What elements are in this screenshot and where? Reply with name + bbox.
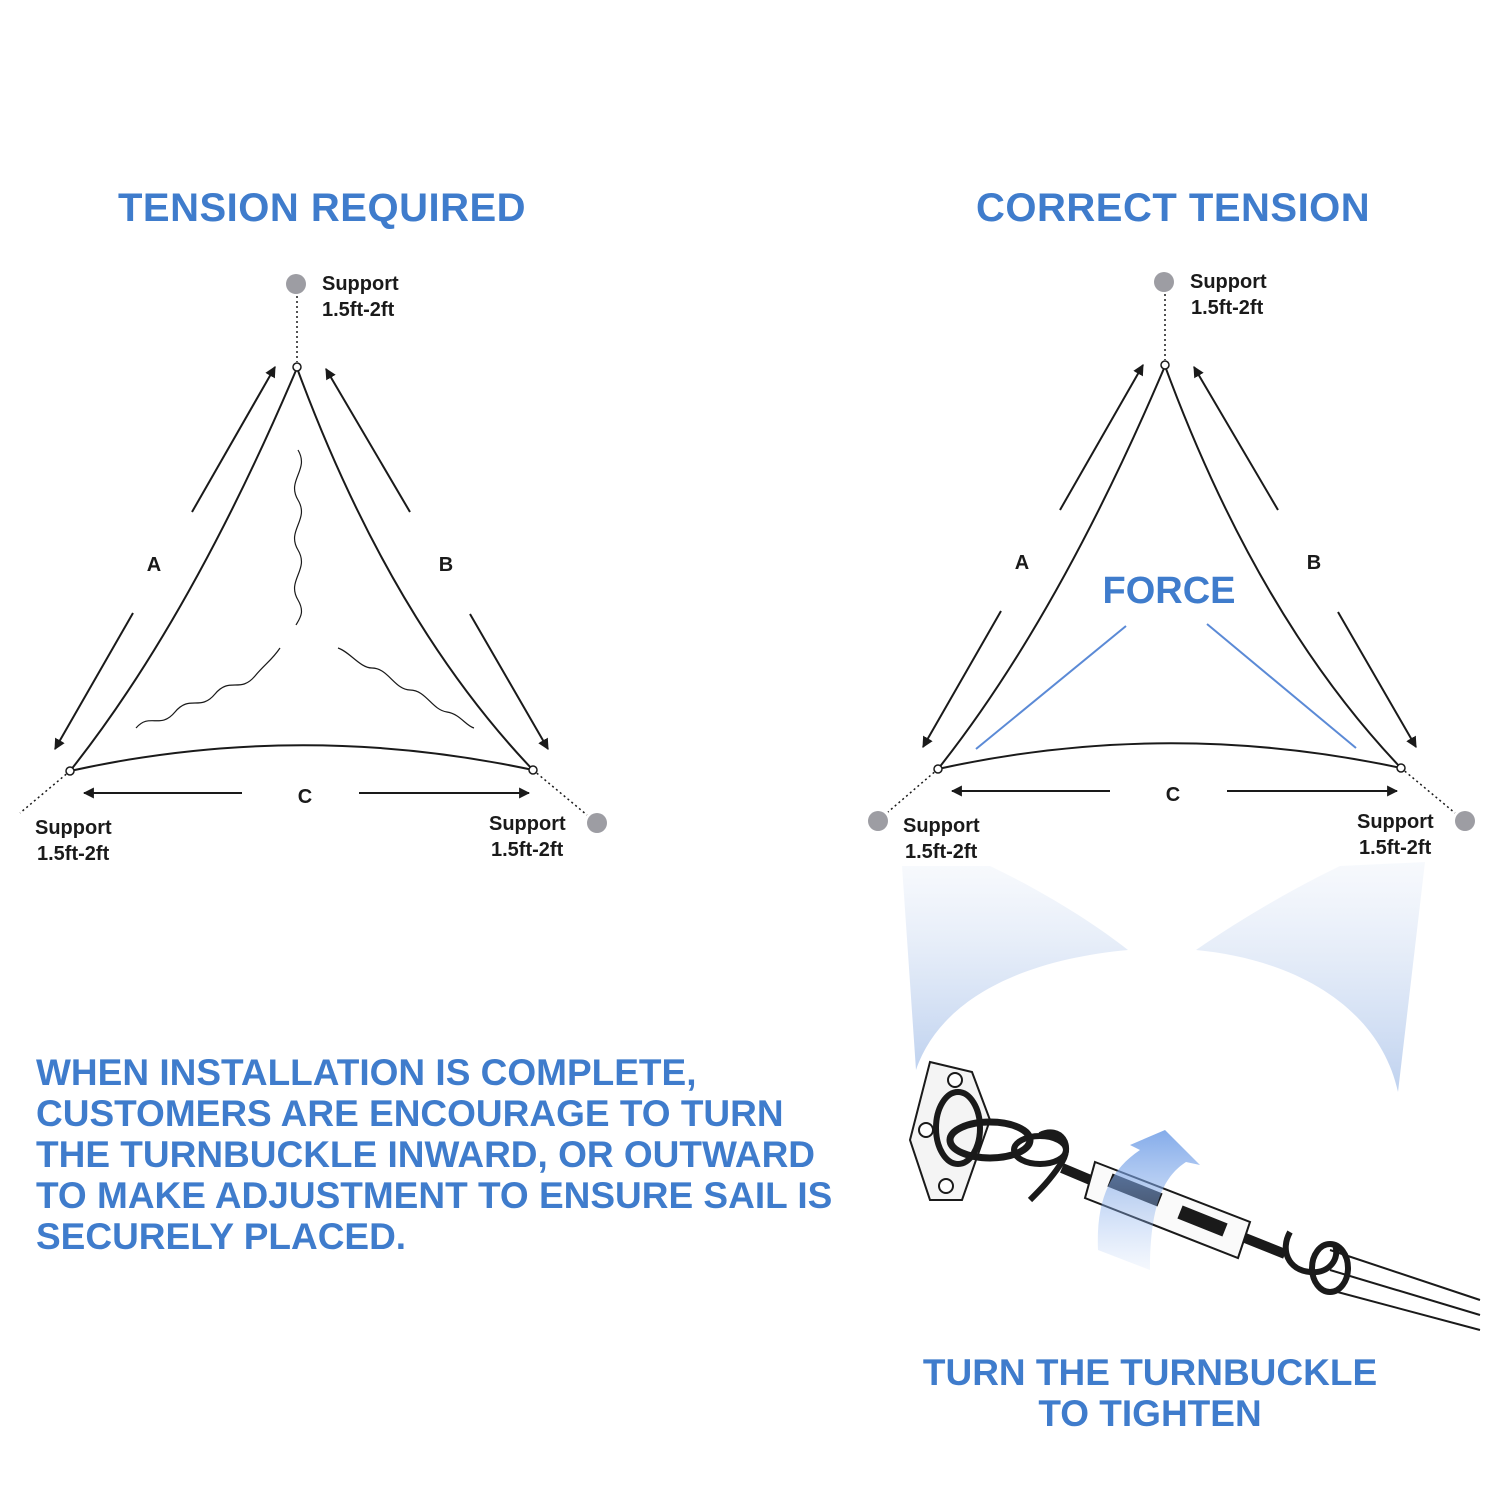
left-left-ring — [65, 766, 75, 776]
right-edge-c — [937, 742, 1402, 770]
left-top-ring — [292, 362, 302, 372]
left-arrow-a-up — [191, 366, 276, 513]
left-edge-c — [69, 744, 534, 772]
left-edge-label-a: A — [147, 554, 161, 576]
right-edge-b — [1164, 365, 1402, 769]
right-left-ring — [933, 764, 943, 774]
right-edge-label-a: A — [1015, 552, 1029, 574]
left-edge-label-c: C — [298, 786, 312, 808]
right-top-support-label: Support — [1190, 271, 1267, 293]
right-force-line-left — [975, 625, 1127, 750]
right-top-support-point — [1154, 272, 1174, 292]
zoom-beam-right — [1196, 862, 1425, 1092]
right-arrow-a-down — [922, 610, 1002, 748]
correct-tension-title: CORRECT TENSION — [976, 186, 1371, 230]
left-edge-b — [296, 367, 534, 771]
left-edge-label-b: B — [439, 554, 453, 576]
left-arrow-a-down — [54, 612, 134, 750]
left-right-support-distance: 1.5ft-2ft — [491, 839, 564, 861]
left-right-support-line — [532, 769, 588, 816]
force-label: FORCE — [1103, 570, 1236, 612]
installation-instructions: WHEN INSTALLATION IS COMPLETE, CUSTOMERS… — [36, 1052, 833, 1257]
left-top-support-point — [286, 274, 306, 294]
right-right-support-distance: 1.5ft-2ft — [1359, 837, 1432, 859]
right-left-support-label: Support — [903, 815, 980, 837]
right-left-support-line — [887, 768, 939, 813]
right-edge-a — [937, 365, 1166, 770]
right-arrow-b-up — [1193, 366, 1279, 511]
turnbuckle-caption: TURN THE TURNBUCKLE TO TIGHTEN — [880, 1352, 1420, 1434]
left-right-ring — [528, 765, 538, 775]
left-top-support-label: Support — [322, 273, 399, 295]
right-left-support-distance: 1.5ft-2ft — [905, 841, 978, 863]
right-edge-label-c: C — [1166, 784, 1180, 806]
left-sail-diagram: A B C Support 1.5ft-2ft Support 1.5ft-2f… — [19, 273, 607, 865]
right-right-ring — [1396, 763, 1406, 773]
left-top-support-distance: 1.5ft-2ft — [322, 299, 395, 321]
left-left-support-label: Support — [35, 817, 112, 839]
right-left-support-point — [868, 811, 888, 831]
left-arrow-b-up — [325, 368, 411, 513]
right-force-line-right — [1206, 623, 1357, 749]
left-right-support-point — [587, 813, 607, 833]
turnbuckle-caption-line-2: TO TIGHTEN — [1038, 1393, 1262, 1434]
right-top-support-distance: 1.5ft-2ft — [1191, 297, 1264, 319]
right-arrow-a-up — [1059, 364, 1144, 511]
left-arrow-b-down — [469, 613, 549, 750]
right-arrow-b-down — [1337, 611, 1417, 748]
turnbuckle-caption-line-1: TURN THE TURNBUCKLE — [922, 1352, 1378, 1393]
tension-required-title: TENSION REQUIRED — [118, 186, 527, 230]
rotate-arrow-icon — [1097, 1130, 1200, 1270]
left-edge-a — [69, 367, 298, 772]
turnbuckle-illustration — [908, 1060, 1481, 1331]
left-right-support-label: Support — [489, 813, 566, 835]
zoom-beam-left — [902, 866, 1128, 1070]
left-wrinkle-vertical — [293, 449, 303, 626]
right-right-support-label: Support — [1357, 811, 1434, 833]
right-sail-diagram: FORCE A B C Support 1.5ft-2ft Support 1.… — [868, 271, 1475, 863]
right-right-support-line — [1400, 767, 1456, 814]
left-wrinkle-right — [337, 647, 475, 729]
right-right-support-point — [1455, 811, 1475, 831]
left-left-support-distance: 1.5ft-2ft — [37, 843, 110, 865]
right-top-ring — [1160, 360, 1170, 370]
left-wrinkle-left — [135, 647, 281, 729]
left-left-support-line — [19, 770, 71, 814]
right-edge-label-b: B — [1307, 552, 1321, 574]
